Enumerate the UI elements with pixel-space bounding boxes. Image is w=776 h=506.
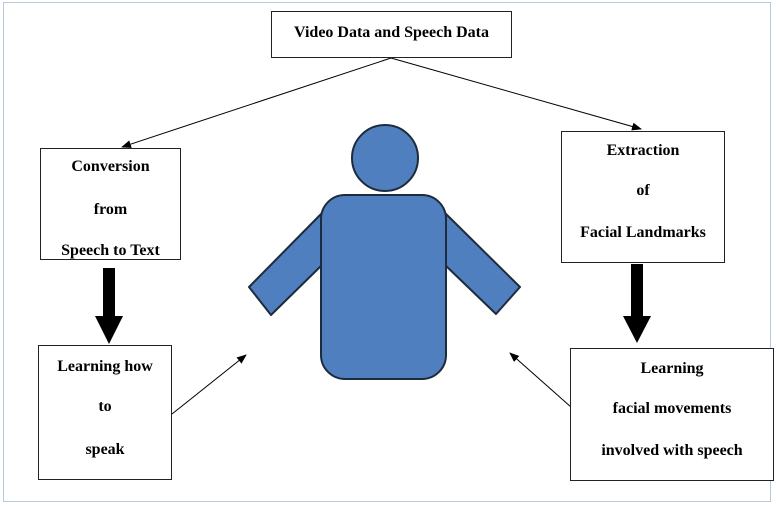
diagram-frame — [3, 2, 771, 502]
facial-landmarks-line-1: Extraction — [606, 142, 680, 159]
arrow-speak-to-figure — [171, 354, 247, 415]
speech-to-text-line-1: Conversion — [71, 158, 150, 175]
speech-to-text-line-3: Speech to Text — [61, 242, 160, 259]
facial-landmarks-box: Extraction of Facial Landmarks — [561, 131, 725, 263]
down-arrow-right-shaft — [631, 264, 643, 316]
arrow-top-to-facial-landmarks — [390, 57, 642, 131]
facial-movements-line-3: involved with speech — [601, 442, 743, 459]
speech-to-text-box: Conversion from Speech to Text — [40, 148, 181, 260]
learning-speak-box: Learning how to speak — [38, 345, 172, 480]
arrow-top-to-speech-text — [121, 57, 392, 148]
learning-speak-line-1: Learning how — [57, 358, 153, 375]
speech-to-text-line-2: from — [93, 201, 128, 218]
facial-movements-box: Learning facial movements involved with … — [570, 348, 774, 481]
video-speech-data-box: Video Data and Speech Data — [271, 11, 512, 58]
facial-landmarks-line-3: Facial Landmarks — [580, 224, 706, 241]
facial-movements-line-1: Learning — [640, 360, 704, 377]
down-arrow-left-head — [95, 316, 123, 344]
facial-movements-line-2: facial movements — [612, 400, 732, 417]
person-head — [351, 124, 419, 192]
video-speech-data-label: Video Data and Speech Data — [294, 24, 489, 41]
learning-speak-line-2: to — [98, 398, 112, 415]
facial-landmarks-line-2: of — [636, 182, 650, 199]
down-arrow-left-shaft — [103, 268, 115, 316]
person-right-arm — [443, 211, 521, 315]
person-body — [320, 194, 447, 380]
person-icon — [248, 124, 521, 380]
person-left-arm — [248, 211, 324, 316]
arrow-facial-movements-to-figure — [509, 352, 581, 416]
down-arrow-right-head — [623, 316, 651, 343]
learning-speak-line-3: speak — [85, 441, 125, 458]
